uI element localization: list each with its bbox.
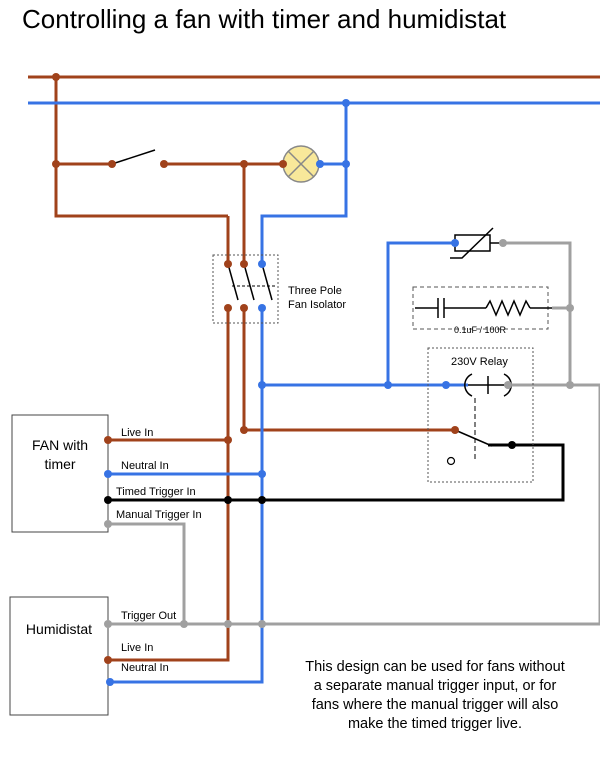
hum-terminal-trigger: Trigger Out [121,610,176,622]
relay-contact-icon [446,429,493,466]
fan-terminal-neutral: Neutral In [121,460,169,472]
live-wires [28,75,600,662]
isolator-label-2: Fan Isolator [288,299,346,311]
relay-box [427,347,534,483]
fan-unit-name-line2: timer [44,456,76,472]
hum-terminal-live: Live In [121,642,153,654]
snubber-box [412,286,552,330]
lamp-icon [282,145,320,183]
fan-terminal-manual: Manual Trigger In [116,509,202,521]
fan-unit-box [11,414,109,533]
fan-unit-name: FAN with timer [12,436,108,474]
switch-icon [111,149,156,165]
fan-terminal-timed: Timed Trigger In [116,486,196,498]
humidistat-box [9,596,109,716]
fan-unit-name-line1: FAN with [31,437,88,453]
isolator-box [212,254,279,324]
manual-junctions [104,239,574,628]
isolator-label-1: Three Pole [288,285,342,297]
capacitor-icon [437,298,445,318]
fan-terminal-live: Live In [121,427,153,439]
manual-wires [108,241,600,626]
relay-label: 230V Relay [451,356,508,368]
neutral-wires [28,101,600,684]
design-note: This design can be used for fans without… [305,659,565,732]
live-junctions [52,73,459,664]
hum-terminal-neutral: Neutral In [121,662,169,674]
varistor-icon [450,227,503,259]
humidistat-name: Humidistat [25,621,93,637]
page-title: Controlling a fan with timer and humidis… [22,4,507,34]
trigger-junctions [104,441,516,504]
snubber-label: 0.1uF / 100R [454,325,507,335]
resistor-icon [485,299,531,317]
neutral-junctions [104,99,459,686]
